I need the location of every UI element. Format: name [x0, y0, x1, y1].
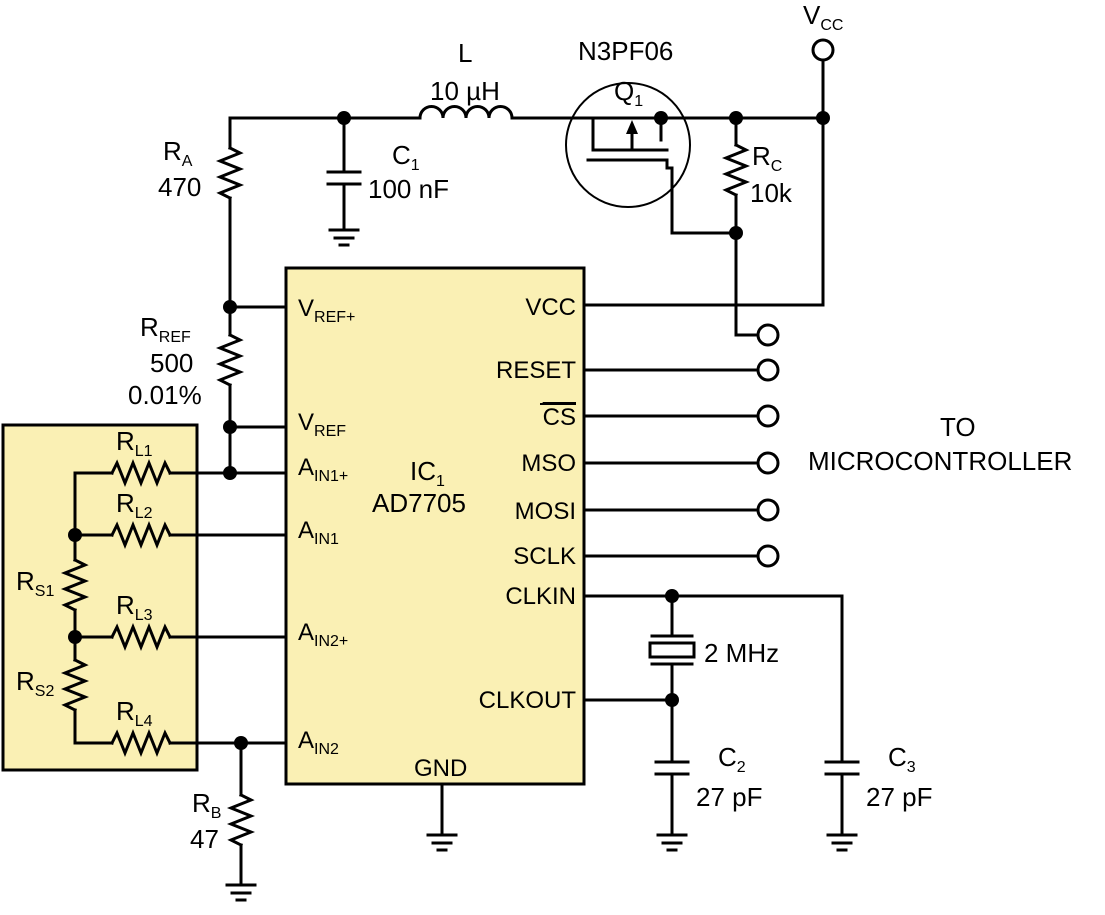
microcontroller-lines: TO MICROCONTROLLER — [582, 323, 1072, 568]
rref-ref: RREF — [140, 312, 191, 346]
c3-value: 27 pF — [866, 782, 933, 812]
pin-mso: MSO — [521, 450, 576, 477]
junction-dots — [68, 111, 830, 750]
rs2-ref: RS2 — [16, 666, 54, 700]
pin-ain1-minus: AIN1 — [298, 517, 339, 548]
pin-mosi: MOSI — [515, 498, 576, 525]
terminal-mso[interactable] — [756, 451, 780, 475]
rc-value: 10k — [750, 178, 793, 208]
ic1-body — [284, 266, 586, 786]
vcc-label: VCC — [803, 0, 843, 34]
c1-ref: C1 — [392, 140, 420, 174]
rb-ref: RB — [192, 788, 221, 822]
inductor-name: L — [458, 38, 472, 68]
crystal-value: 2 MHz — [704, 638, 779, 668]
pin-reset: RESET — [496, 357, 576, 384]
pin-gnd: GND — [414, 755, 467, 782]
pin-vref-minus: VREF — [298, 409, 346, 440]
sensor-highlight-box — [1, 423, 199, 772]
destination-line2: MICROCONTROLLER — [808, 446, 1072, 476]
mosfet-ref: Q1 — [614, 76, 643, 110]
pin-ain2-minus: AIN2 — [298, 727, 339, 758]
ic-ground — [426, 782, 458, 852]
inductor-value: 10 µH — [430, 76, 500, 106]
c2-ref: C2 — [718, 742, 746, 776]
rs1-ref: RS1 — [16, 566, 54, 600]
resistor-rc: RC 10k — [721, 116, 793, 337]
rref-value: 500 — [150, 348, 193, 378]
terminal-cs[interactable] — [756, 404, 780, 428]
reference-chain: RREF 500 0.01% — [128, 196, 288, 475]
mosfet-q1: N3PF06 Q1 — [565, 36, 738, 235]
resistor-ra: RA 470 — [158, 136, 245, 202]
ic1-ref: IC1 — [410, 456, 445, 490]
rl3-ref: RL3 — [116, 590, 153, 624]
pin-vref-plus: VREF+ — [298, 295, 355, 326]
c3-ref: C3 — [888, 742, 916, 776]
rc-ref: RC — [752, 141, 782, 175]
pin-cs: CS — [543, 404, 576, 431]
capacitor-c1: C1 100 nF — [326, 116, 449, 247]
ic1-labels: IC1 AD7705 VREF+ VREF AIN1+ AIN1 AIN2+ A… — [298, 294, 576, 782]
clock-circuit: 2 MHz C2 27 pF C3 27 pF — [582, 594, 933, 852]
c1-value: 100 nF — [368, 174, 449, 204]
destination-line1: TO — [940, 412, 976, 442]
mosfet-part: N3PF06 — [578, 36, 673, 66]
ra-ref: RA — [163, 136, 193, 170]
ic1-part: AD7705 — [372, 488, 466, 518]
pin-ain1-plus: AIN1+ — [298, 454, 348, 485]
c2-value: 27 pF — [696, 782, 763, 812]
pin-sclk: SCLK — [513, 543, 576, 570]
rref-tolerance: 0.01% — [128, 380, 202, 410]
pin-ain2-plus: AIN2+ — [298, 619, 348, 650]
terminal-sclk[interactable] — [756, 544, 780, 568]
terminal-rc[interactable] — [756, 323, 780, 347]
inductor-l: L 10 µH — [418, 38, 514, 120]
terminal-mosi[interactable] — [756, 498, 780, 522]
vcc-terminal[interactable] — [811, 38, 835, 62]
resistor-rb: RB 47 — [190, 741, 257, 902]
rb-value: 47 — [190, 824, 219, 854]
pin-clkout: CLKOUT — [479, 687, 577, 714]
pin-clkin: CLKIN — [505, 583, 576, 610]
pin-vcc: VCC — [525, 294, 576, 321]
terminal-reset[interactable] — [756, 358, 780, 382]
ra-value: 470 — [158, 172, 201, 202]
vcc-supply: VCC — [803, 0, 843, 62]
rl1-ref: RL1 — [116, 426, 153, 460]
rl2-ref: RL2 — [116, 488, 153, 522]
sensor-network: RL1 RL2 RL3 RL4 RS1 RS2 — [16, 426, 288, 758]
rl4-ref: RL4 — [116, 696, 153, 730]
